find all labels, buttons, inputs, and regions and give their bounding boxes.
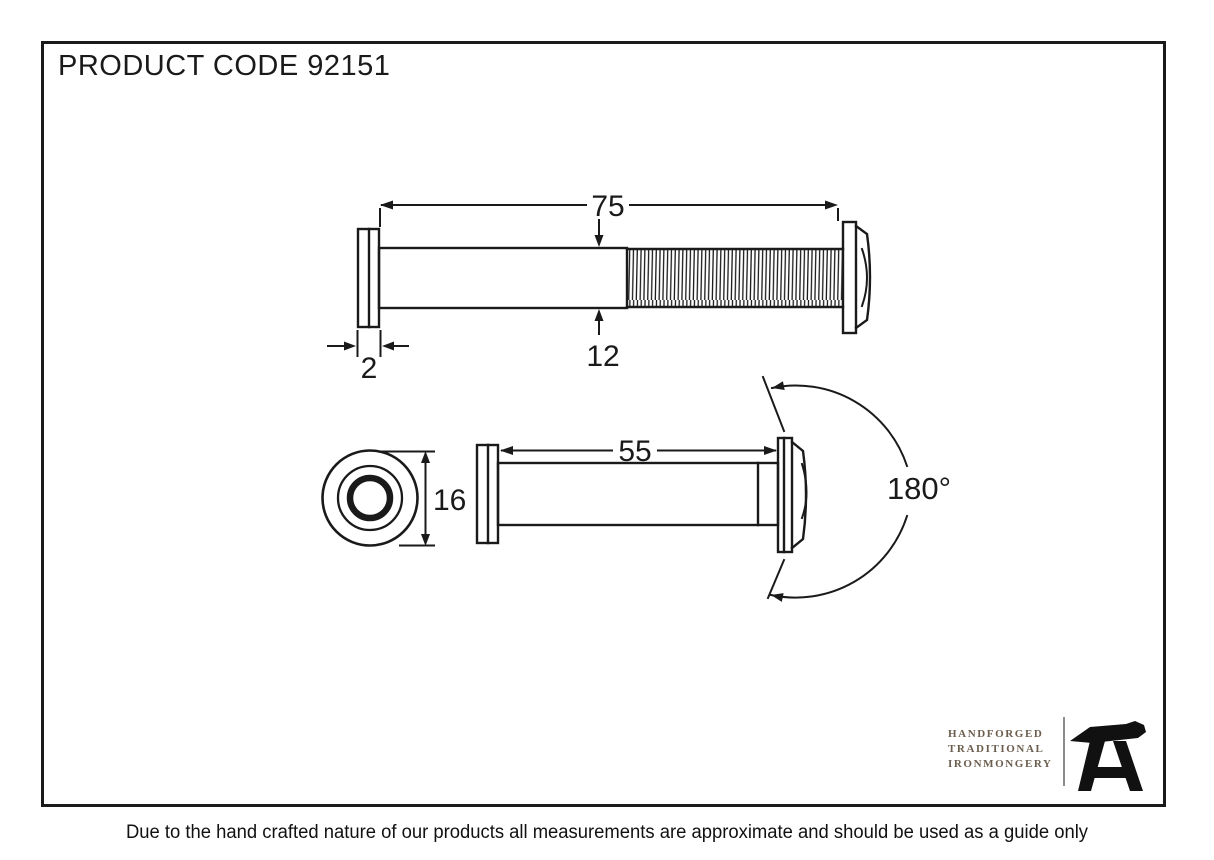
dimension-2: 2	[327, 330, 409, 385]
angle-arc-lower	[769, 514, 909, 599]
dim-label-12: 12	[586, 340, 619, 373]
brand-block: HANDFORGED TRADITIONAL IRONMONGERY	[940, 712, 1160, 796]
brand-line-1: HANDFORGED	[948, 728, 1044, 740]
front-view: 16	[321, 449, 466, 547]
anvil-icon	[1070, 721, 1146, 791]
brand-text: HANDFORGED TRADITIONAL IRONMONGERY	[948, 727, 1054, 772]
side-view-threaded: 75 12 2	[327, 190, 872, 385]
barrel	[377, 246, 629, 310]
sleeve-barrel	[496, 461, 780, 527]
lens-ring	[346, 474, 394, 522]
right-flange	[841, 220, 858, 335]
outer-rim	[321, 449, 419, 547]
dim-label-2: 2	[361, 352, 378, 385]
dim-label-55: 55	[618, 435, 651, 468]
brand-divider	[1063, 717, 1065, 786]
brand-line-2: TRADITIONAL	[948, 743, 1045, 755]
page-border	[41, 41, 1166, 807]
side-view-sleeve: 55 180°	[475, 375, 951, 602]
dimension-75: 75	[379, 190, 839, 227]
angle-label-180: 180°	[887, 471, 951, 506]
dim-label-75: 75	[591, 190, 624, 223]
dimension-12: 12	[586, 219, 620, 373]
middle-rim	[336, 464, 404, 532]
angle-arc-upper	[770, 384, 909, 468]
dimension-55: 55	[500, 435, 777, 468]
lens-dome	[790, 440, 808, 550]
angle-ray-top	[761, 375, 786, 433]
brand-line-3: IRONMONGERY	[948, 758, 1053, 770]
viewing-angle-180: 180°	[761, 375, 951, 602]
disclaimer-text: Due to the hand crafted nature of our pr…	[125, 822, 1089, 843]
angle-ray-bottom	[766, 558, 786, 600]
threaded-section	[627, 250, 843, 306]
dimension-16: 16	[377, 450, 466, 547]
product-code-title: PRODUCT CODE 92151	[58, 50, 391, 82]
lens-dome	[854, 224, 872, 330]
dim-label-16: 16	[433, 484, 466, 517]
